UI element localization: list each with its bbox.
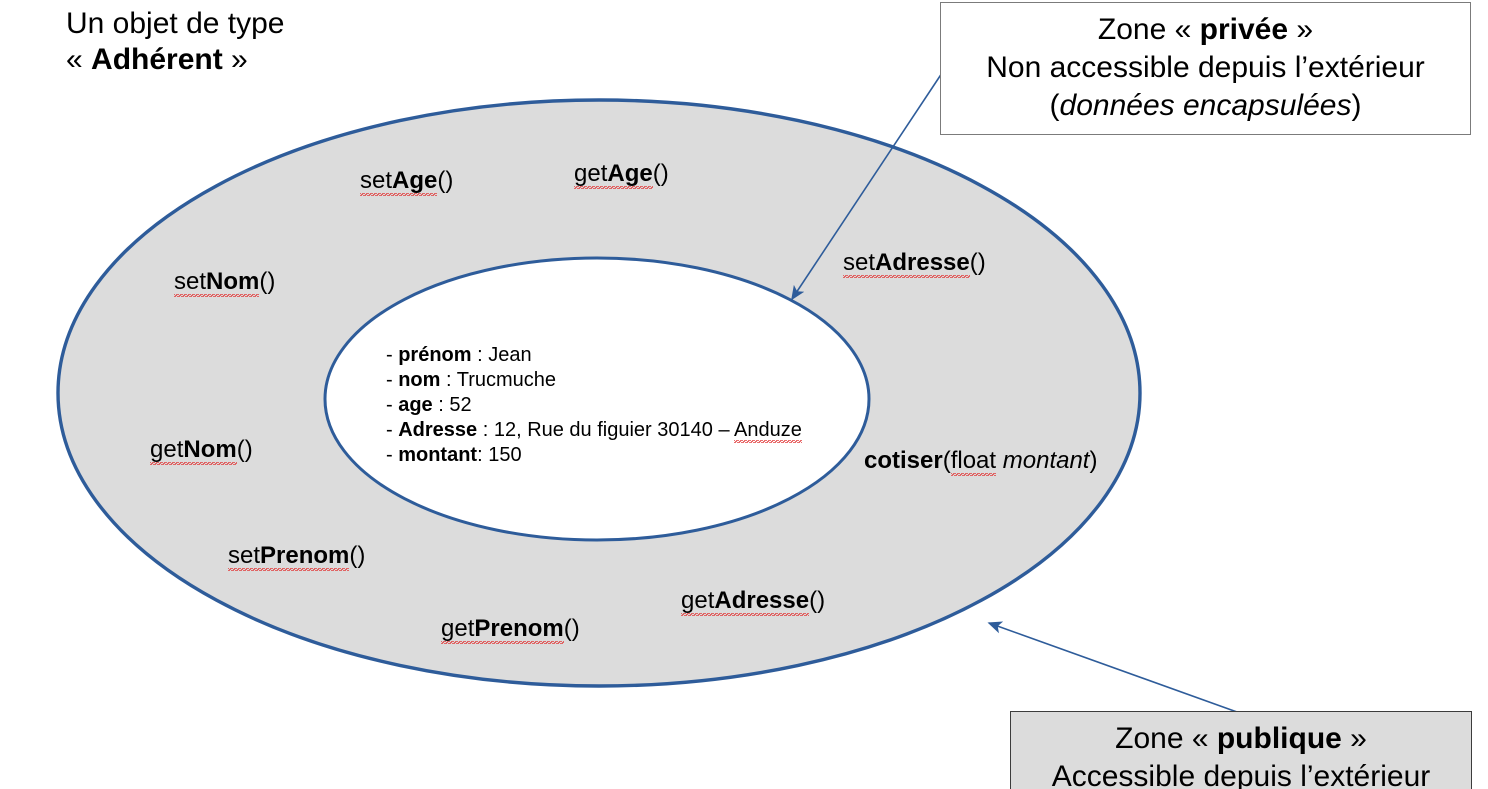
method-prefix: set	[174, 268, 207, 295]
method-name: Prenom	[260, 542, 350, 569]
attribute-separator: :	[471, 344, 489, 366]
page-title: Un objet de type« Adhérent »	[66, 6, 284, 78]
method-parens: ()	[437, 167, 454, 194]
attribute-bullet: -	[386, 344, 399, 366]
method-name: Age	[607, 160, 653, 187]
method-param-name: montant	[1002, 447, 1090, 474]
private-callout-arrow	[791, 69, 945, 301]
method-name: Nom	[206, 268, 260, 295]
attribute-value: 12, Rue du figuier 30140 – Anduze	[493, 419, 802, 443]
method-parens: ()	[563, 615, 580, 642]
method-paren-open: (	[942, 447, 951, 474]
public-callout-quote-close: »	[1341, 722, 1367, 755]
method-prefix: get	[441, 615, 475, 642]
public-callout-line2: Accessible depuis l’extérieur	[1051, 760, 1431, 789]
method-parens: ()	[969, 249, 986, 276]
method-getAge: getAge()	[574, 160, 669, 189]
attribute-key: montant	[398, 444, 478, 466]
attribute-value: 150	[488, 444, 522, 466]
public-callout-line1: Zone « publique »	[1011, 720, 1471, 758]
method-prefix: set	[228, 542, 261, 569]
method-prefix: get	[150, 436, 184, 463]
attribute-key: prénom	[398, 344, 472, 366]
private-zone-ellipse	[323, 256, 871, 542]
method-prefix: get	[574, 160, 608, 187]
private-callout-quote-open: Zone «	[1097, 13, 1200, 46]
private-zone-callout: Zone « privée » Non accessible depuis l’…	[940, 2, 1471, 135]
method-setNom: setNom()	[174, 268, 276, 297]
method-parens: ()	[236, 436, 253, 463]
method-prefix: set	[360, 167, 393, 194]
private-callout-paren-close: )	[1351, 89, 1362, 122]
public-zone-callout: Zone « publique » Accessible depuis l’ex…	[1010, 711, 1472, 789]
attribute-key: nom	[398, 369, 441, 391]
attribute-key: age	[398, 394, 433, 416]
attribute-row: - Adresse : 12, Rue du figuier 30140 – A…	[386, 418, 802, 443]
attribute-bullet: -	[386, 394, 399, 416]
private-callout-quote-close: »	[1288, 13, 1314, 46]
method-parens: ()	[809, 587, 826, 614]
method-name: Adresse	[714, 587, 810, 614]
method-name: cotiser	[864, 447, 943, 474]
private-callout-paren-open: (	[1049, 89, 1060, 122]
method-setAge: setAge()	[360, 167, 454, 196]
public-callout-quote-open: Zone «	[1115, 722, 1217, 755]
private-callout-line3: (données encapsulées)	[941, 87, 1470, 125]
method-prefix: set	[843, 249, 876, 276]
method-name: Prenom	[474, 615, 564, 642]
attribute-bullet: -	[386, 369, 399, 391]
attribute-separator: :	[477, 419, 494, 441]
attribute-row: - prénom : Jean	[386, 343, 802, 368]
attribute-bullet: -	[386, 444, 399, 466]
private-callout-keyword: privée	[1199, 13, 1289, 46]
private-callout-line2: Non accessible depuis l’extérieur	[986, 51, 1425, 84]
method-param-type: float	[950, 447, 997, 476]
attribute-separator: :	[432, 394, 450, 416]
method-paren-close: )	[1089, 447, 1098, 474]
method-getAdresse: getAdresse()	[681, 587, 826, 616]
private-callout-emphasis: données encapsulées	[1059, 89, 1352, 122]
method-setAdresse: setAdresse()	[843, 249, 986, 278]
attribute-bullet: -	[386, 419, 399, 441]
attribute-row: - nom : Trucmuche	[386, 368, 802, 393]
public-callout-arrow	[987, 621, 1238, 713]
attribute-separator: :	[440, 369, 457, 391]
page-title-line1: Un objet de type	[66, 7, 285, 40]
method-parens: ()	[349, 542, 366, 569]
attribute-value: 52	[449, 394, 472, 416]
method-parens: ()	[259, 268, 276, 295]
method-setPrenom: setPrenom()	[228, 542, 366, 571]
public-callout-keyword: publique	[1216, 722, 1342, 755]
method-name: Adresse	[875, 249, 970, 276]
attribute-row: - age : 52	[386, 393, 802, 418]
attribute-row: - montant: 150	[386, 443, 802, 468]
method-name: Nom	[183, 436, 237, 463]
attribute-value-misspelled-token: Anduze	[734, 419, 802, 443]
attribute-separator: :	[477, 444, 489, 466]
method-param-space	[996, 447, 1003, 474]
page-title-type-name: Adhérent	[91, 43, 223, 76]
method-name: Age	[392, 167, 438, 194]
attribute-key: Adresse	[398, 419, 478, 441]
attribute-value: Trucmuche	[456, 369, 557, 391]
method-cotiser: cotiser(float montant)	[864, 447, 1098, 476]
attribute-value: Jean	[488, 344, 532, 366]
private-attributes-list: - prénom : Jean - nom : Trucmuche - age …	[386, 343, 802, 468]
method-parens: ()	[652, 160, 669, 187]
page-title-quote-open: «	[66, 43, 92, 76]
method-getPrenom: getPrenom()	[441, 615, 580, 644]
method-getNom: getNom()	[150, 436, 253, 465]
method-prefix: get	[681, 587, 715, 614]
private-callout-line1: Zone « privée »	[941, 11, 1470, 49]
page-title-quote-close: »	[222, 43, 248, 76]
